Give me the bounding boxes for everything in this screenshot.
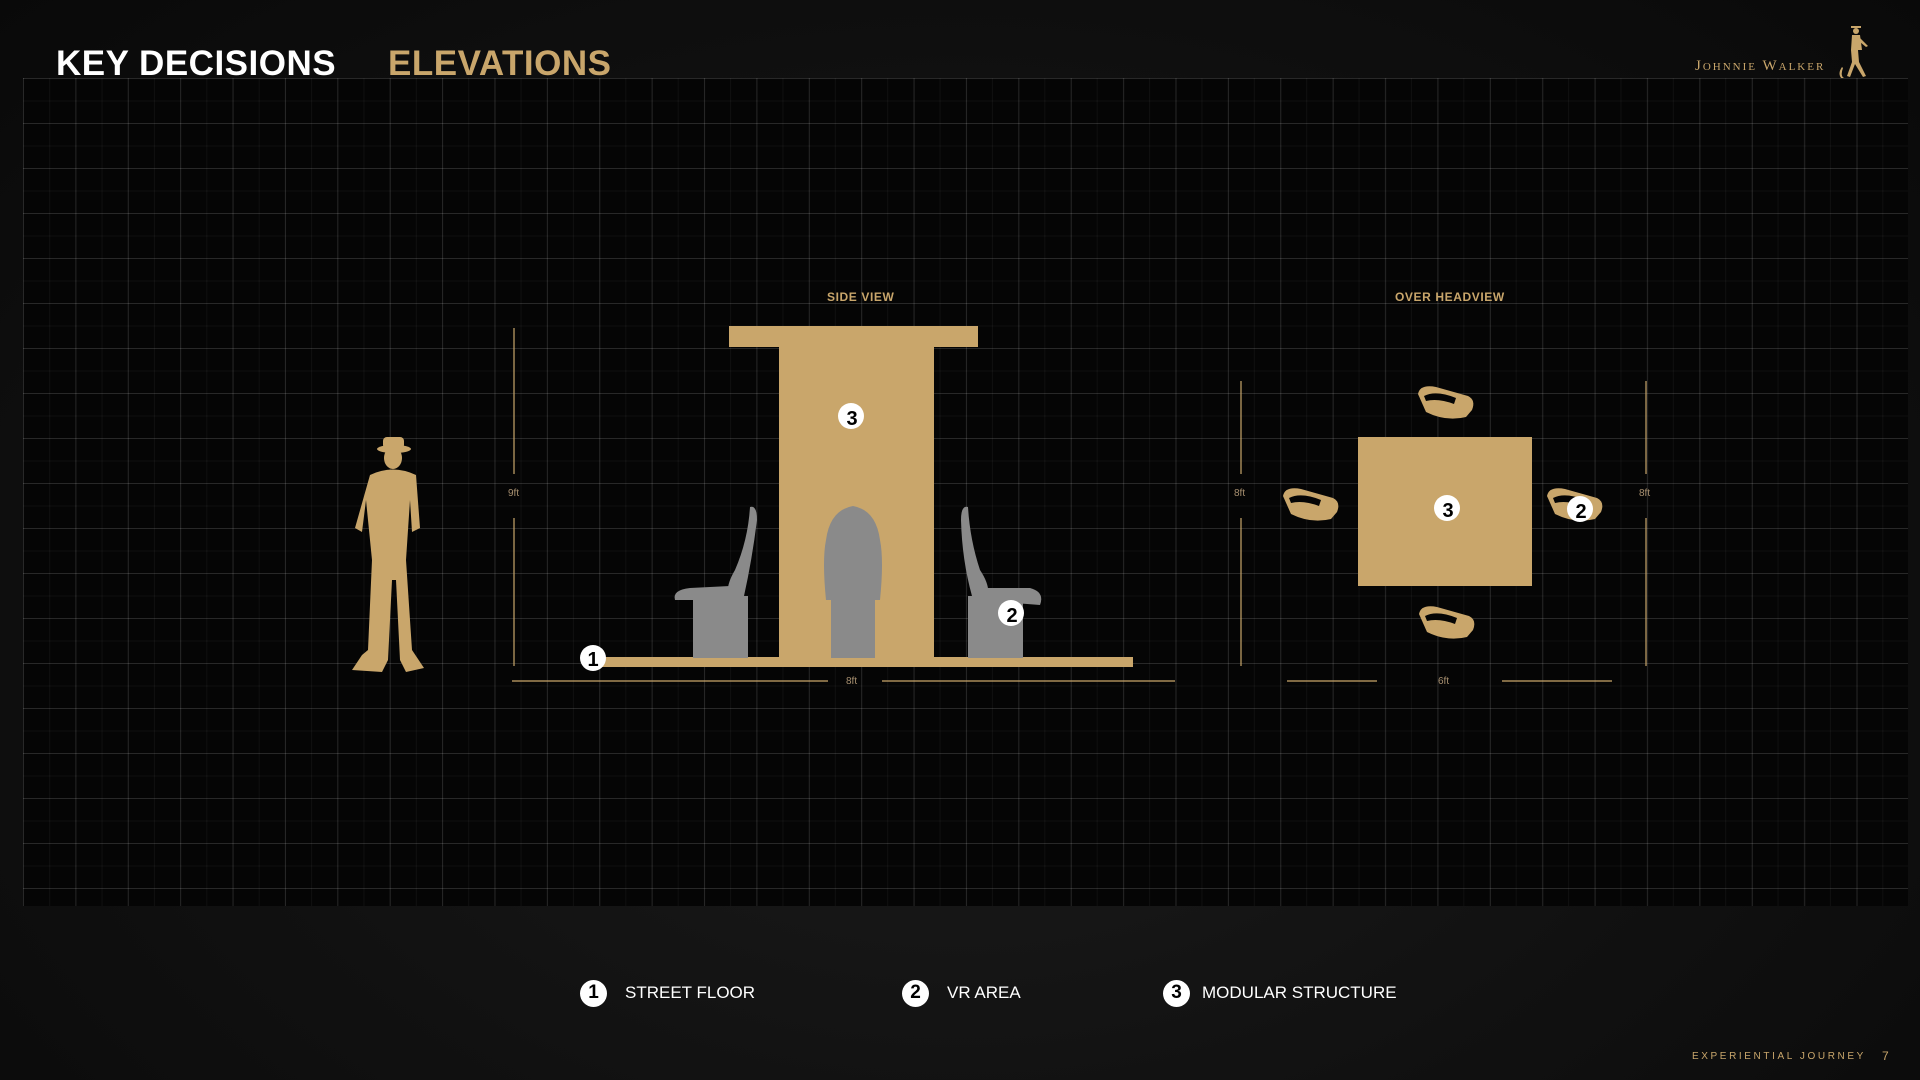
section-title: KEY DECISIONS [56, 44, 337, 83]
legend-badge: 2 [902, 979, 929, 1007]
striding-man-logo-icon [1839, 26, 1868, 79]
vr-headset-left-icon [1283, 488, 1339, 521]
page-title: ELEVATIONS [388, 44, 612, 83]
marker-vr-area-overhead: 2 [1567, 496, 1593, 523]
marker-street-floor-text: 1 [587, 649, 598, 671]
legend-item-vr-area: 2 VR AREA [902, 978, 1021, 1008]
vr-seat-center-icon [824, 506, 882, 658]
marker-modular-structure-side-text: 3 [846, 408, 857, 430]
side-view-label: SIDE VIEW [827, 290, 895, 304]
grid-panel [23, 78, 1908, 906]
overhead-left-dimension: 8ft [1234, 488, 1246, 499]
footer-label: EXPERIENTIAL JOURNEY [1692, 1051, 1866, 1062]
marker-vr-area-side: 2 [998, 600, 1024, 627]
side-width-dimension: 8ft [846, 676, 858, 687]
overhead-right-dimension: 8ft [1639, 488, 1651, 499]
human-silhouette-icon [352, 437, 424, 672]
legend-badge: 1 [580, 979, 607, 1007]
street-floor-platform [593, 657, 1133, 667]
vr-headset-bottom-icon [1419, 606, 1475, 639]
marker-modular-structure-overhead: 3 [1434, 495, 1460, 522]
marker-vr-area-side-text: 2 [1006, 605, 1017, 627]
marker-street-floor: 1 [580, 645, 606, 671]
page-number: 7 [1882, 1049, 1889, 1063]
legend-label: STREET FLOOR [625, 983, 756, 1002]
legend-label: VR AREA [947, 983, 1021, 1002]
vr-seat-right-icon [961, 506, 1042, 658]
vr-seat-left-icon [674, 506, 757, 658]
legend-badge: 3 [1163, 979, 1190, 1007]
modular-structure-top [729, 326, 978, 347]
side-height-dimension: 9ft [508, 488, 520, 499]
marker-modular-structure-side: 3 [838, 403, 864, 430]
marker-modular-structure-overhead-text: 3 [1442, 500, 1453, 522]
legend-item-street-floor: 1 STREET FLOOR [580, 978, 755, 1008]
overhead-width-dimension: 6ft [1438, 676, 1450, 687]
overhead-view-label: OVER HEADVIEW [1395, 290, 1505, 304]
marker-vr-area-overhead-text: 2 [1575, 501, 1586, 523]
legend-item-modular-structure: 3 MODULAR STRUCTURE [1163, 978, 1397, 1008]
legend-label: MODULAR STRUCTURE [1202, 983, 1397, 1002]
brand-logo-text: Johnnie Walker [1695, 58, 1826, 74]
vr-headset-top-icon [1418, 386, 1474, 419]
